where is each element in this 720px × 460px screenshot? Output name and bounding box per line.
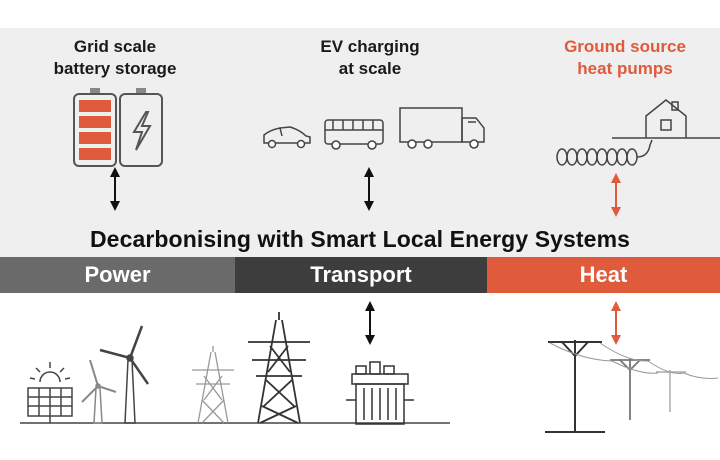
power-pole-icon (656, 370, 686, 412)
battery-icon (73, 88, 117, 167)
wind-turbine-icon (81, 359, 117, 424)
ev-charging-label: EV charging at scale (320, 37, 420, 78)
house-icon (645, 99, 687, 138)
ground-coil-icon (556, 137, 720, 166)
truck-icon (399, 107, 485, 149)
solar-panel-icon (27, 362, 73, 423)
pylon-icon (248, 312, 310, 424)
transport-bar: Transport (235, 257, 487, 293)
battery-charging-icon (119, 88, 163, 167)
battery-storage-label: Grid scale battery storage (53, 37, 177, 78)
bus-icon (324, 119, 384, 150)
heat-bar-label: Heat (579, 262, 628, 287)
power-pole-icon (610, 358, 650, 420)
power-lines (549, 342, 719, 379)
heat-pumps-label: Ground source heat pumps (564, 37, 686, 78)
wind-turbine-icon (99, 325, 150, 424)
car-icon (263, 126, 311, 149)
power-bar-label: Power (84, 262, 151, 287)
power-bar: Power (0, 257, 235, 293)
heat-bar: Heat (487, 257, 720, 293)
transformer-icon (346, 361, 414, 425)
transport-bar-label: Transport (310, 262, 412, 287)
headline: Decarbonising with Smart Local Energy Sy… (89, 226, 631, 252)
pylon-icon (192, 346, 234, 424)
